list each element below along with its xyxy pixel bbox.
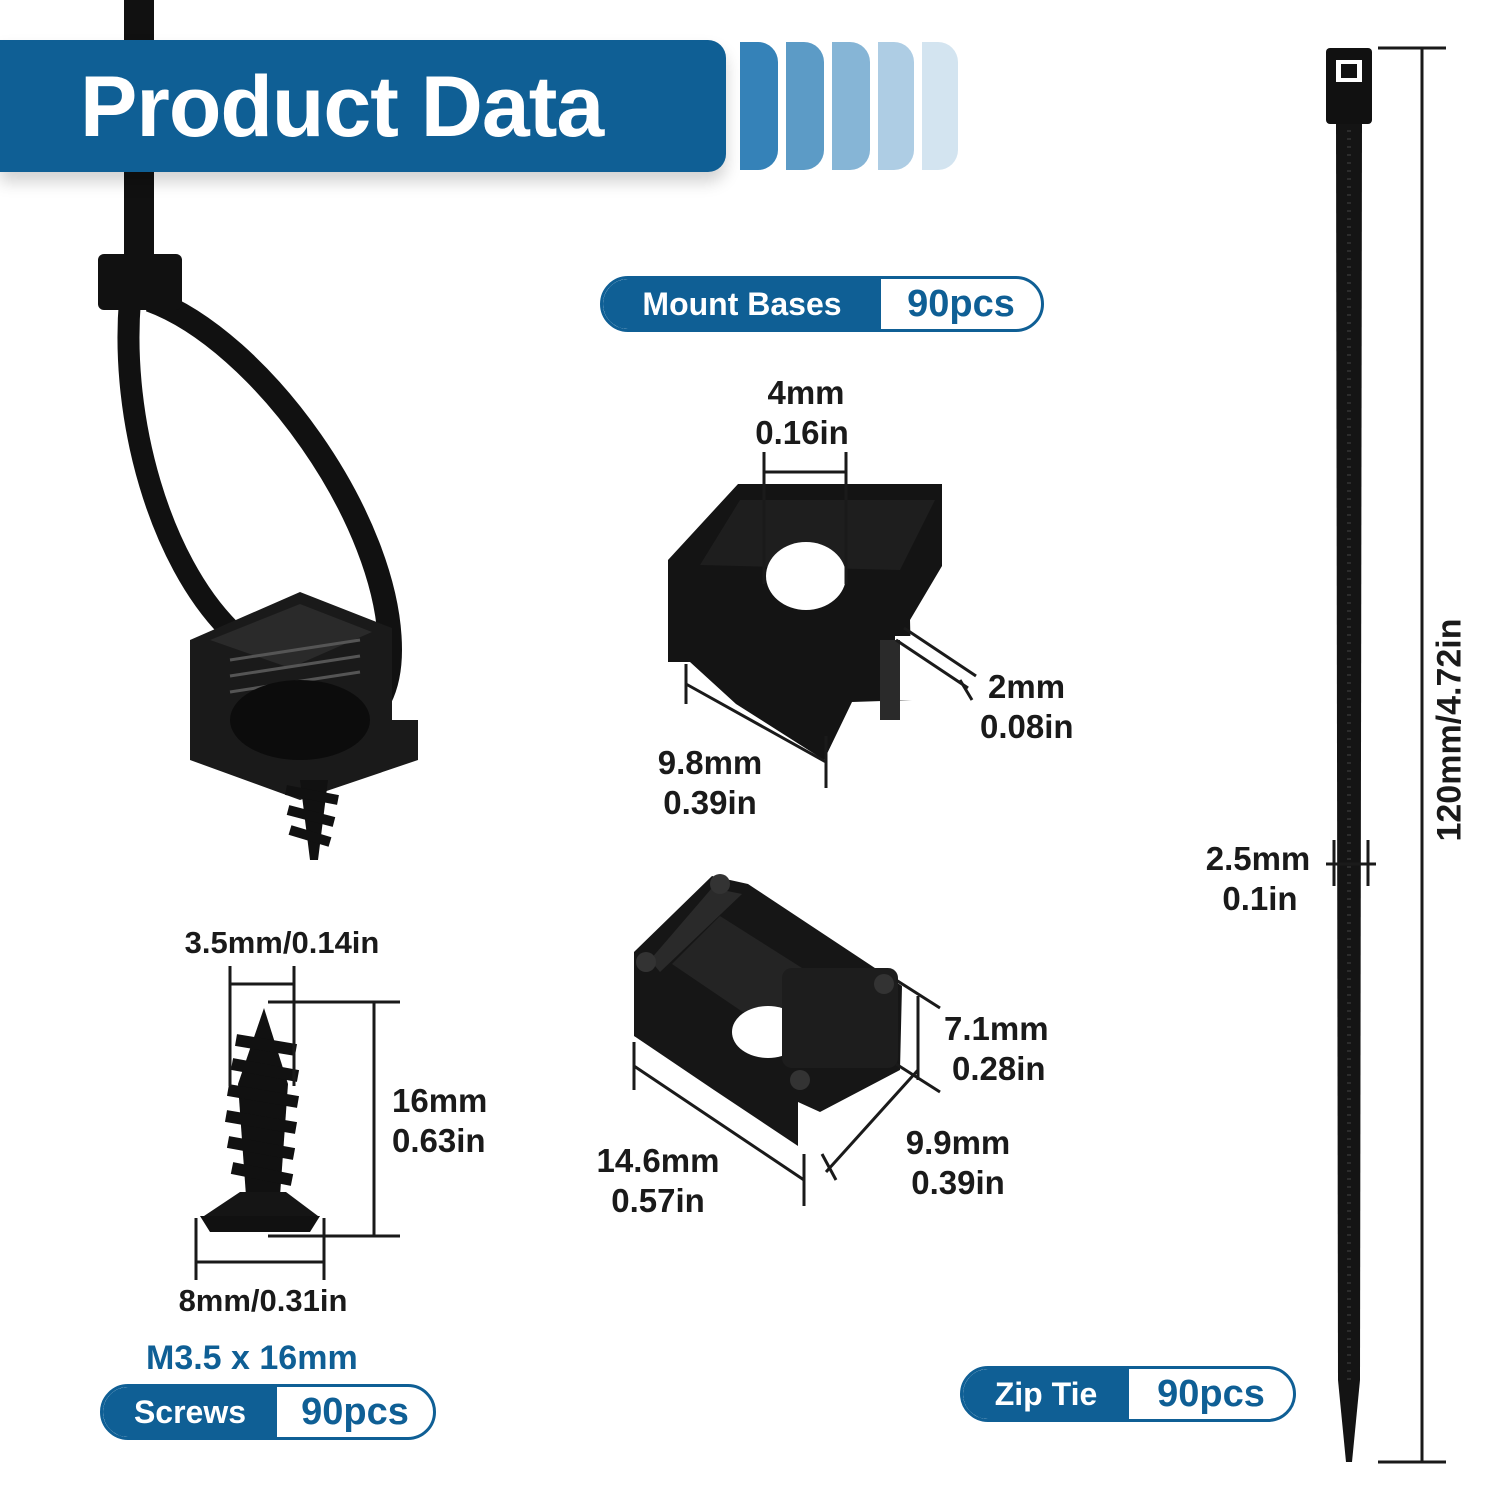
mount-base-top-dimension-lines	[684, 452, 977, 788]
decorative-stripe-5	[922, 42, 958, 170]
slot-width-in: 0.08in	[980, 708, 1074, 745]
mount-bases-count: 90pcs	[907, 283, 1015, 325]
hole-diameter-in: 0.16in	[755, 414, 849, 451]
base-height-mm: 7.1mm	[944, 1010, 1049, 1047]
zip-tie-dimension-lines	[1326, 46, 1446, 1464]
screws-quantity-badge: Screws 90pcs	[100, 1384, 436, 1440]
screws-label: Screws	[103, 1387, 277, 1437]
screw-head-diameter: 8mm/0.31in	[178, 1283, 348, 1318]
decorative-stripe-3	[832, 42, 870, 170]
base-length-in: 0.57in	[611, 1182, 705, 1219]
header-banner	[0, 40, 726, 172]
screw-length-in: 0.63in	[392, 1122, 486, 1159]
tie-width-in: 0.1in	[1222, 880, 1298, 917]
zip-tie-label: Zip Tie	[963, 1369, 1129, 1419]
screw-length-mm: 16mm	[392, 1082, 488, 1119]
hole-diameter-mm: 4mm	[767, 374, 845, 411]
base-width-mm: 9.8mm	[657, 744, 763, 781]
base-depth-in: 0.39in	[911, 1164, 1005, 1201]
mount-base-angle-dimension-lines	[632, 978, 941, 1206]
decorative-stripe-4	[878, 42, 914, 170]
tie-length: 120mm/4.72in	[1430, 618, 1469, 842]
screws-count: 90pcs	[301, 1391, 409, 1433]
zip-tie-image	[1326, 48, 1372, 1462]
mount-bases-quantity-badge: Mount Bases 90pcs	[600, 276, 1044, 332]
screw-spec: M3.5 x 16mm	[146, 1339, 358, 1377]
decorative-stripe-1	[740, 42, 778, 170]
base-width-in: 0.39in	[663, 784, 757, 821]
base-depth-mm: 9.9mm	[905, 1124, 1011, 1161]
base-height-in: 0.28in	[952, 1050, 1046, 1087]
screw-dimension-lines	[194, 966, 400, 1280]
decorative-stripe-2	[786, 42, 824, 170]
mount-base-top-image	[668, 484, 942, 760]
screw-image	[200, 1008, 320, 1232]
assembled-tie-on-base-image	[98, 0, 418, 860]
mount-bases-label: Mount Bases	[603, 279, 881, 329]
page-title: Product Data	[80, 59, 604, 155]
slot-width-mm: 2mm	[988, 668, 1066, 705]
mount-base-angle-image	[634, 874, 902, 1146]
zip-tie-quantity-badge: Zip Tie 90pcs	[960, 1366, 1296, 1422]
base-length-mm: 14.6mm	[596, 1142, 720, 1179]
tie-width-mm: 2.5mm	[1205, 840, 1311, 877]
screw-diameter: 3.5mm/0.14in	[184, 925, 380, 960]
zip-tie-count: 90pcs	[1157, 1373, 1265, 1415]
